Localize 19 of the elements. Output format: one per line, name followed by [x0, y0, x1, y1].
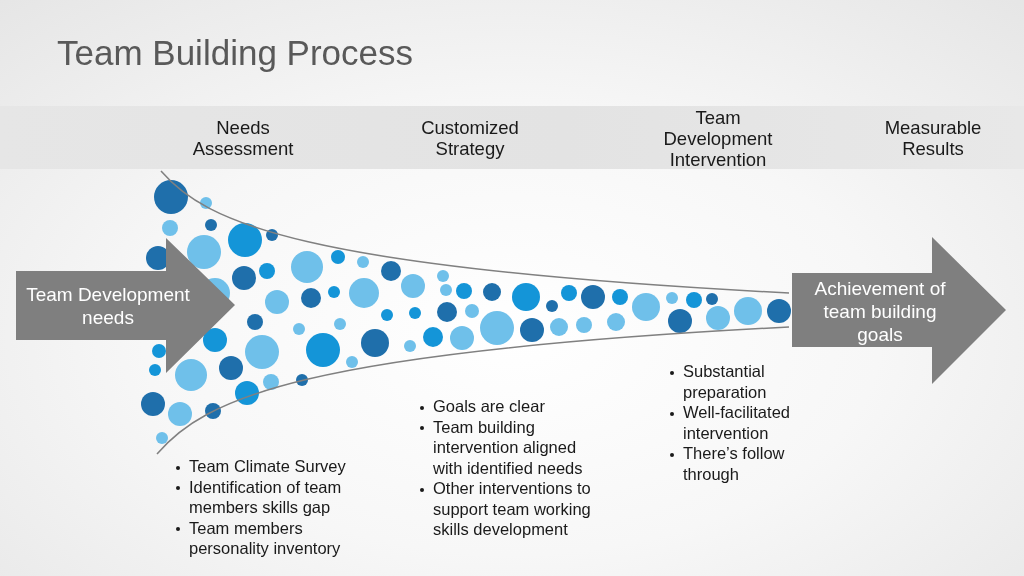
bullet-item: Other interventions to support team working skills development — [420, 478, 606, 540]
stage-heading: Measurable Results — [884, 117, 982, 159]
header-band — [0, 106, 1024, 169]
block-arrow — [16, 238, 235, 373]
bullet-item: Well-facilitated intervention — [670, 402, 805, 443]
bullet-item: Team members personality inventory — [176, 517, 366, 559]
stage-heading: Team Development Intervention — [663, 106, 773, 170]
bullet-item: Goals are clear — [420, 396, 606, 417]
bullet-item: Team building intervention aligned with identified needs — [420, 416, 606, 478]
bullet-item: Identification of team members skills gap — [176, 476, 366, 518]
block-arrow — [792, 237, 1006, 384]
arrow-label: Achievement of team building goals — [813, 276, 947, 346]
bullet-item: There’s follow through — [670, 443, 805, 484]
stage-heading: Needs Assessment — [192, 117, 294, 159]
stage-heading: Customized Strategy — [421, 117, 519, 159]
arrow-label: Team Development needs — [25, 283, 191, 329]
slide-title: Team Building Process — [57, 33, 413, 73]
bullet-item: Substantial preparation — [670, 361, 805, 402]
bullet-item: Team Climate Survey — [176, 456, 366, 477]
